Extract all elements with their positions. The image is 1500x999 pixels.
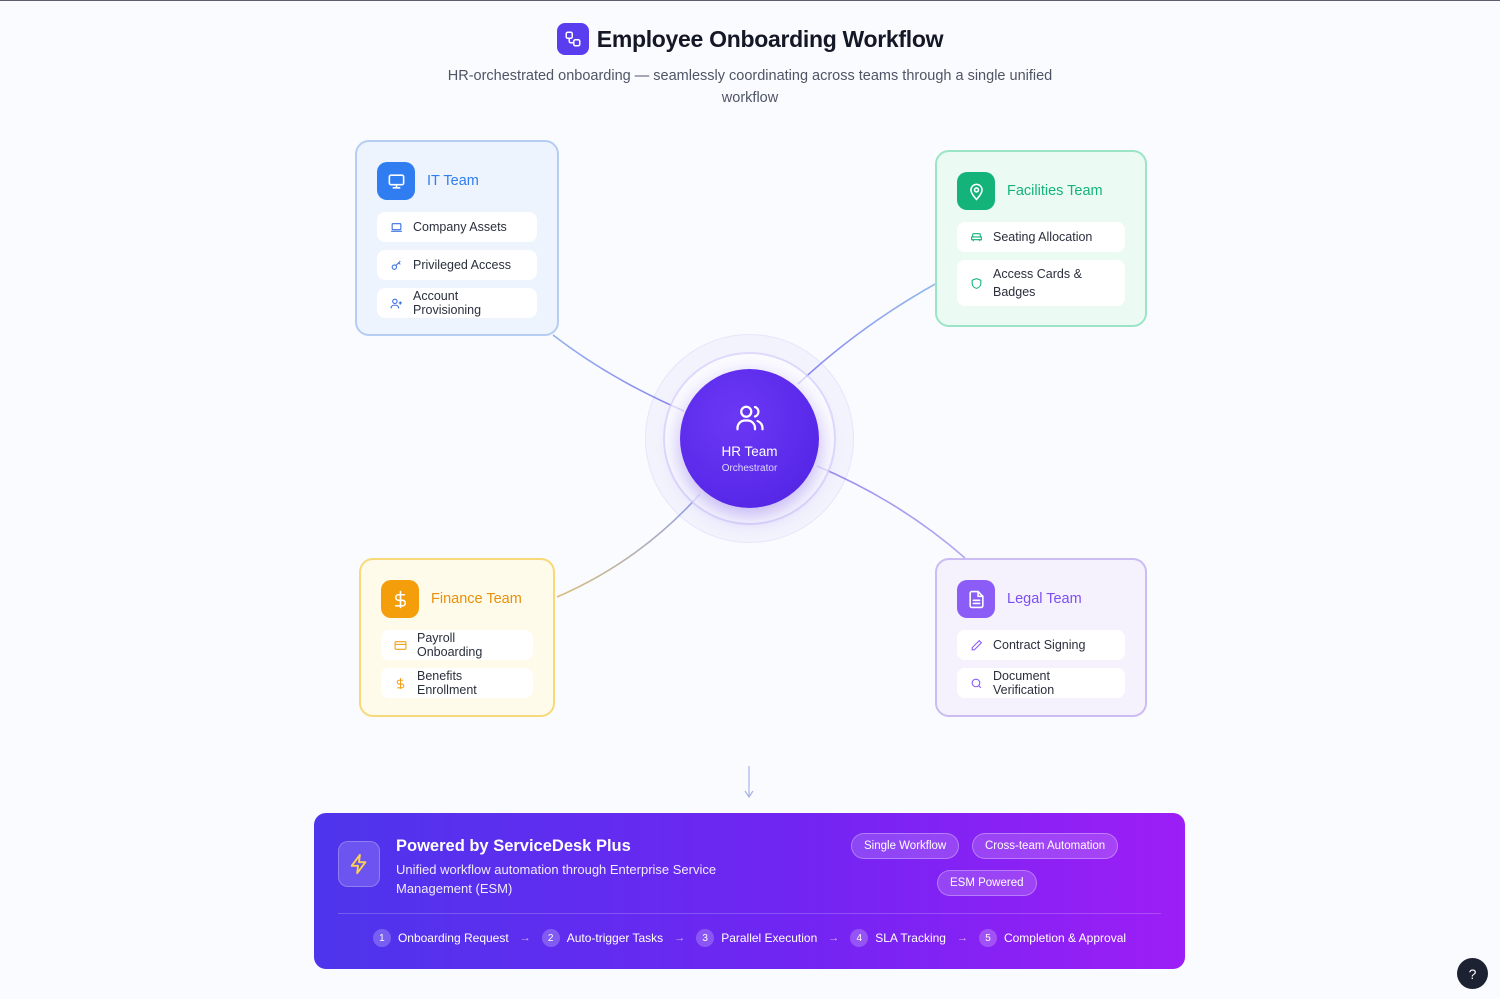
- tag-esm-powered: ESM Powered: [937, 870, 1037, 896]
- legal-team-card: Legal Team Contract Signing Document Ver…: [935, 558, 1147, 717]
- monitor-icon: [377, 162, 415, 200]
- legal-item-contract[interactable]: Contract Signing: [957, 630, 1125, 660]
- banner-title: Powered by ServiceDesk Plus: [396, 837, 631, 855]
- banner-divider: [338, 913, 1161, 914]
- arrow-down-icon: [744, 790, 754, 799]
- it-item-company-assets[interactable]: Company Assets: [377, 212, 537, 242]
- facilities-item-seating[interactable]: Seating Allocation: [957, 222, 1125, 252]
- arrow-right-icon: →: [674, 932, 686, 944]
- finance-team-title: Finance Team: [431, 591, 522, 607]
- user-plus-icon: [389, 296, 403, 310]
- dollar-icon: [393, 676, 407, 690]
- legal-team-title: Legal Team: [1007, 591, 1082, 607]
- facilities-item-access-cards[interactable]: Access Cards & Badges: [957, 260, 1125, 306]
- file-text-icon: [957, 580, 995, 618]
- zap-icon: [338, 841, 380, 887]
- page-subtitle: HR-orchestrated onboarding — seamlessly …: [447, 68, 1053, 106]
- it-team-title: IT Team: [427, 173, 479, 189]
- facilities-team-card: Facilities Team Seating Allocation Acces…: [935, 150, 1147, 327]
- help-button[interactable]: ?: [1457, 958, 1488, 989]
- dollar-icon: [381, 580, 419, 618]
- tag-cross-team-automation: Cross-team Automation: [972, 833, 1119, 859]
- page-header: Employee Onboarding Workflow: [0, 23, 1500, 55]
- pen-icon: [969, 638, 983, 652]
- tag-single-workflow: Single Workflow: [851, 833, 960, 859]
- search-icon: [969, 676, 983, 690]
- arrow-right-icon: →: [519, 932, 531, 944]
- legal-item-document[interactable]: Document Verification: [957, 668, 1125, 698]
- hub-subtitle: Orchestrator: [721, 463, 778, 474]
- facilities-team-title: Facilities Team: [1007, 183, 1103, 199]
- it-item-privileged-access[interactable]: Privileged Access: [377, 250, 537, 280]
- users-icon: [735, 403, 765, 438]
- arrow-right-icon: →: [956, 932, 968, 944]
- it-team-card: IT Team Company Assets Privileged Access…: [355, 140, 559, 336]
- finance-team-card: Finance Team Payroll Onboarding Benefits…: [359, 558, 555, 717]
- key-icon: [389, 258, 403, 272]
- arrow-right-icon: →: [828, 932, 840, 944]
- banner-description: Unified workflow automation through Ente…: [396, 862, 717, 896]
- hub-title: HR Team: [721, 444, 778, 459]
- hr-team-hub[interactable]: HR Team Orchestrator: [680, 369, 819, 508]
- powered-by-banner: Powered by ServiceDesk Plus Unified work…: [314, 813, 1185, 969]
- it-item-account-provisioning[interactable]: Account Provisioning: [377, 288, 537, 318]
- page-title: Employee Onboarding Workflow: [596, 25, 944, 52]
- laptop-icon: [389, 220, 403, 234]
- map-pin-icon: [957, 172, 995, 210]
- shield-icon: [969, 276, 983, 290]
- armchair-icon: [969, 230, 983, 244]
- workflow-icon: [556, 23, 589, 55]
- finance-item-payroll[interactable]: Payroll Onboarding: [381, 630, 533, 660]
- credit-card-icon: [393, 638, 407, 652]
- finance-item-benefits[interactable]: Benefits Enrollment: [381, 668, 533, 698]
